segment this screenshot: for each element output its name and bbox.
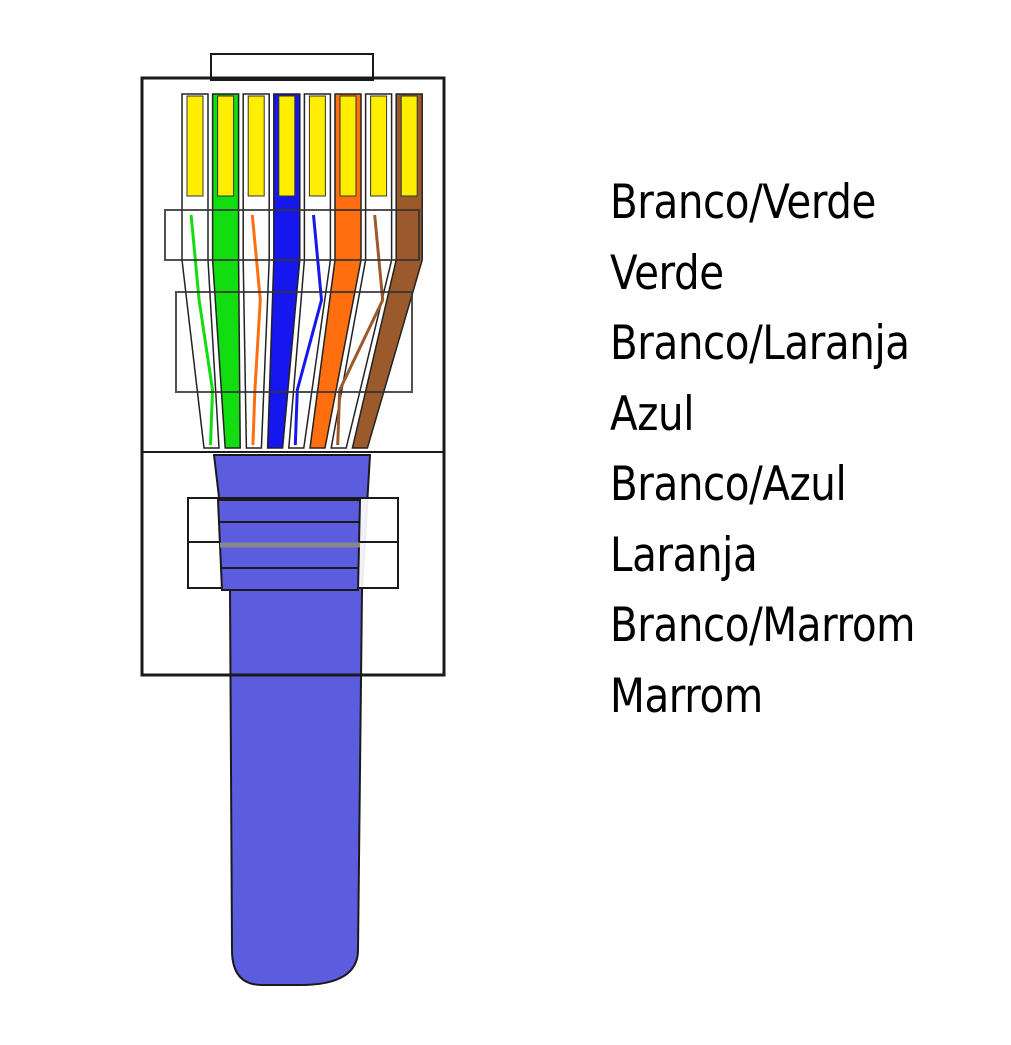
cable-strain-relief (187, 497, 399, 591)
legend-item: Marrom (610, 668, 763, 724)
legend-item: Branco/Laranja (610, 316, 910, 371)
gold-contact (278, 95, 296, 197)
wire-crimp-bar-top (164, 209, 420, 261)
gold-contact (400, 95, 418, 197)
legend-item: Branco/Marrom (610, 598, 916, 653)
legend-item: Azul (610, 386, 694, 442)
gold-contact (339, 95, 357, 197)
wire-3 (242, 93, 270, 449)
legend-item: Branco/Azul (610, 457, 847, 512)
legend-item: Branco/Verde (610, 175, 876, 230)
legend-item: Laranja (610, 527, 758, 583)
gold-contact (370, 95, 388, 197)
gold-contact (308, 95, 326, 197)
gold-contact (217, 95, 235, 197)
gold-contact (186, 95, 204, 197)
wire-conductors (181, 93, 423, 449)
connector-latch (210, 53, 374, 81)
wire-crimp-bar-bottom (175, 291, 413, 393)
wire-4 (266, 93, 301, 449)
connector-body (140, 76, 446, 677)
wire-2 (211, 93, 241, 449)
gold-contact (247, 95, 265, 197)
legend-item: Verde (610, 245, 724, 301)
